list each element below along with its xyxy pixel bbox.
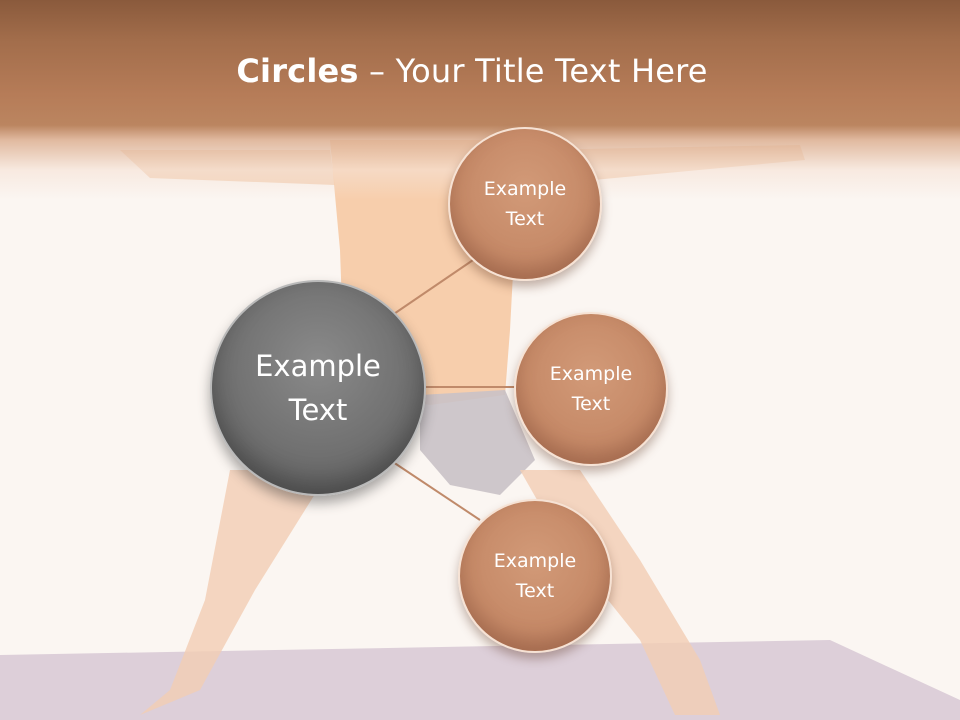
title-bold: Circles [236, 52, 359, 90]
slide-title: Circles – Your Title Text Here [0, 52, 944, 90]
node-label-line2: Text [505, 208, 545, 230]
node-label-line2: Text [515, 580, 555, 602]
title-rest: – Your Title Text Here [358, 52, 708, 90]
node-circle-bottom[interactable]: Example Text [458, 499, 612, 653]
center-label-line2: Text [288, 393, 348, 427]
center-circle[interactable]: Example Text [210, 280, 426, 496]
node-label-line2: Text [571, 393, 611, 415]
connector-bottom [392, 461, 481, 521]
connector-top [384, 257, 477, 321]
node-label-line1: Example [493, 550, 577, 572]
node-label-line1: Example [549, 363, 633, 385]
node-label-line1: Example [483, 178, 567, 200]
node-circle-middle[interactable]: Example Text [514, 312, 668, 466]
node-circle-top[interactable]: Example Text [448, 127, 602, 281]
center-label-line1: Example [255, 349, 381, 383]
